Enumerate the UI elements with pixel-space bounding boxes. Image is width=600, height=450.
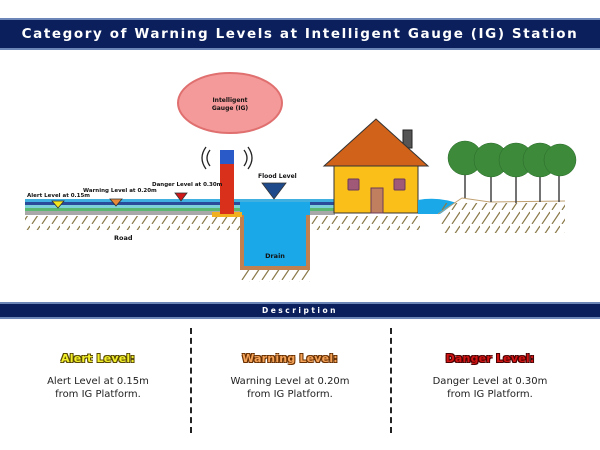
column-divider	[190, 328, 192, 433]
description-banner: Description	[0, 302, 600, 319]
danger-level-description: Danger Level: Danger Level at 0.30m from…	[395, 352, 585, 401]
description-heading: Description	[261, 306, 338, 315]
title-banner: Category of Warning Levels at Intelligen…	[0, 18, 600, 50]
column-divider	[390, 328, 392, 433]
warning-level-line2: from IG Platform.	[247, 389, 333, 400]
page-title: Category of Warning Levels at Intelligen…	[21, 26, 579, 42]
svg-text:Alert Level at 0.15m: Alert Level at 0.15m	[27, 193, 90, 199]
gauge-pole-icon	[201, 146, 253, 217]
warning-level-marker: Warning Level at 0.20m	[83, 188, 157, 207]
svg-text:Flood Level: Flood Level	[258, 173, 297, 180]
road	[25, 199, 240, 230]
gauge-bubble-line1: Intelligent	[212, 97, 247, 104]
alert-level-line2: from IG Platform.	[55, 389, 141, 400]
alert-level-line1: Alert Level at 0.15m	[47, 376, 149, 387]
road-label: Road	[114, 234, 133, 242]
warning-level-line1: Warning Level at 0.20m	[230, 376, 350, 387]
danger-level-marker: Danger Level at 0.30m	[152, 182, 223, 202]
alert-level-title: Alert Level:	[61, 352, 135, 365]
danger-level-line1: Danger Level at 0.30m	[432, 376, 548, 387]
danger-level-title: Danger Level:	[445, 352, 535, 365]
house-icon	[322, 118, 430, 214]
danger-level-line2: from IG Platform.	[447, 389, 533, 400]
alert-level-description: Alert Level: Alert Level at 0.15m from I…	[3, 352, 193, 401]
drain: Drain	[240, 215, 310, 282]
svg-text:Warning Level at 0.20m: Warning Level at 0.20m	[83, 188, 157, 194]
warning-level-title: Warning Level:	[242, 352, 338, 365]
intelligent-gauge-bubble: Intelligent Gauge (IG)	[177, 72, 283, 134]
gauge-bubble-line2: Gauge (IG)	[212, 105, 249, 112]
flood-level-marker: Flood Level	[258, 173, 297, 200]
warning-level-description: Warning Level: Warning Level at 0.20m fr…	[195, 352, 385, 401]
trees-icon	[437, 140, 577, 233]
svg-text:Danger Level at 0.30m: Danger Level at 0.30m	[152, 182, 223, 188]
alert-level-marker: Alert Level at 0.15m	[27, 193, 90, 209]
warning-level-diagram: Intelligent Gauge (IG) Drain Alert Level…	[25, 72, 577, 282]
drain-label: Drain	[265, 252, 285, 260]
